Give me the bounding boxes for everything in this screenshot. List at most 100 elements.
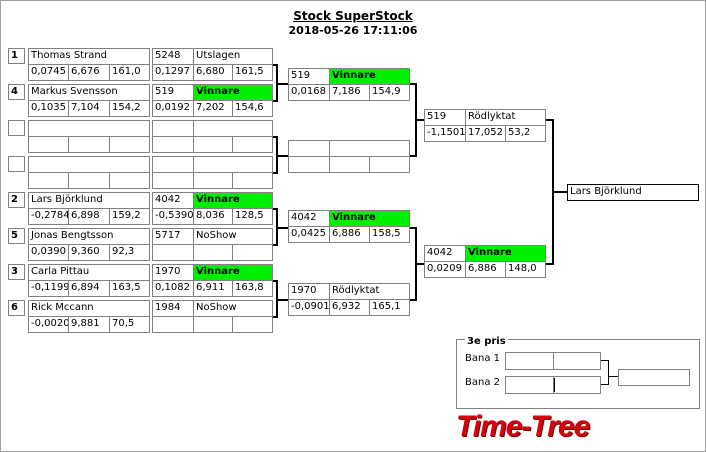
reaction-time[interactable]: 0,0209 — [424, 261, 466, 278]
speed-value[interactable]: 92,3 — [109, 244, 150, 261]
race-result[interactable]: Vinnare — [329, 210, 410, 227]
elapsed-time[interactable]: 6,676 — [68, 64, 110, 81]
speed-value[interactable]: 154,2 — [109, 100, 150, 117]
speed-value[interactable]: 161,0 — [109, 64, 150, 81]
car-number[interactable] — [152, 156, 194, 173]
reaction-time[interactable]: 0,0390 — [28, 244, 69, 261]
speed-value[interactable]: 53,2 — [505, 125, 546, 142]
elapsed-time[interactable] — [68, 136, 110, 153]
car-number[interactable]: 1970 — [152, 264, 194, 281]
car-number[interactable] — [288, 140, 330, 157]
speed-value[interactable]: 154,6 — [232, 100, 273, 117]
race-result[interactable]: Vinnare — [465, 245, 546, 262]
speed-value[interactable]: 148,0 — [505, 261, 546, 278]
elapsed-time[interactable]: 6,898 — [68, 208, 110, 225]
race-result[interactable]: Vinnare — [193, 264, 273, 281]
third-prize-lane2-no[interactable] — [505, 376, 554, 394]
race-result[interactable] — [193, 156, 273, 173]
speed-value[interactable] — [232, 316, 273, 333]
elapsed-time[interactable] — [329, 156, 370, 173]
driver-name[interactable]: Lars Björklund — [28, 192, 150, 209]
driver-name[interactable] — [28, 156, 150, 173]
speed-value[interactable]: 163,5 — [109, 280, 150, 297]
elapsed-time[interactable]: 9,881 — [68, 316, 110, 333]
speed-value[interactable] — [232, 244, 273, 261]
elapsed-time[interactable]: 17,052 — [465, 125, 506, 142]
reaction-time[interactable]: -0,5390 — [152, 208, 194, 225]
speed-value[interactable]: 158,5 — [369, 226, 410, 243]
reaction-time[interactable]: 0,0425 — [288, 226, 330, 243]
car-number[interactable]: 519 — [424, 109, 466, 126]
race-result[interactable]: Vinnare — [329, 68, 410, 85]
third-prize-lane1-result[interactable] — [553, 352, 601, 370]
car-number[interactable]: 4042 — [152, 192, 194, 209]
race-result[interactable]: Rödlyktat — [329, 283, 410, 300]
driver-name[interactable]: Markus Svensson — [28, 84, 150, 101]
reaction-time[interactable]: 0,0168 — [288, 84, 330, 101]
third-prize-lane1-no[interactable] — [505, 352, 554, 370]
driver-name[interactable]: Rick Mccann — [28, 300, 150, 317]
reaction-time[interactable]: 0,0192 — [152, 100, 194, 117]
speed-value[interactable]: 128,5 — [232, 208, 273, 225]
car-number[interactable]: 4042 — [424, 245, 466, 262]
elapsed-time[interactable] — [193, 244, 233, 261]
elapsed-time[interactable] — [193, 136, 233, 153]
speed-value[interactable]: 154,9 — [369, 84, 410, 101]
car-number[interactable]: 1984 — [152, 300, 194, 317]
elapsed-time[interactable]: 6,680 — [193, 64, 233, 81]
reaction-time[interactable] — [28, 172, 69, 189]
reaction-time[interactable]: -0,1199 — [28, 280, 69, 297]
race-result[interactable]: NoShow — [193, 228, 273, 245]
race-result[interactable]: NoShow — [193, 300, 273, 317]
car-number[interactable]: 5248 — [152, 48, 194, 65]
elapsed-time[interactable]: 8,036 — [193, 208, 233, 225]
third-prize-lane2-result[interactable] — [553, 376, 601, 394]
speed-value[interactable]: 159,2 — [109, 208, 150, 225]
reaction-time[interactable]: 0,1035 — [28, 100, 69, 117]
elapsed-time[interactable]: 7,202 — [193, 100, 233, 117]
reaction-time[interactable] — [28, 136, 69, 153]
speed-value[interactable]: 161,5 — [232, 64, 273, 81]
race-result[interactable]: Utslagen — [193, 48, 273, 65]
elapsed-time[interactable]: 6,932 — [329, 299, 370, 316]
car-number[interactable]: 4042 — [288, 210, 330, 227]
speed-value[interactable] — [232, 136, 273, 153]
reaction-time[interactable] — [152, 136, 194, 153]
elapsed-time[interactable]: 7,186 — [329, 84, 370, 101]
race-result[interactable]: Vinnare — [193, 84, 273, 101]
elapsed-time[interactable]: 9,360 — [68, 244, 110, 261]
speed-value[interactable] — [109, 136, 150, 153]
elapsed-time[interactable] — [193, 172, 233, 189]
reaction-time[interactable]: 0,1297 — [152, 64, 194, 81]
third-prize-winner[interactable] — [618, 369, 690, 386]
car-number[interactable] — [152, 120, 194, 137]
reaction-time[interactable] — [288, 156, 330, 173]
driver-name[interactable] — [28, 120, 150, 137]
reaction-time[interactable] — [152, 172, 194, 189]
driver-name[interactable]: Thomas Strand — [28, 48, 150, 65]
reaction-time[interactable] — [152, 316, 194, 333]
reaction-time[interactable]: -0,0901 — [288, 299, 330, 316]
elapsed-time[interactable]: 7,104 — [68, 100, 110, 117]
car-number[interactable]: 519 — [288, 68, 330, 85]
speed-value[interactable] — [369, 156, 410, 173]
speed-value[interactable]: 163,8 — [232, 280, 273, 297]
car-number[interactable]: 519 — [152, 84, 194, 101]
speed-value[interactable] — [109, 172, 150, 189]
elapsed-time[interactable]: 6,911 — [193, 280, 233, 297]
driver-name[interactable]: Carla Pittau — [28, 264, 150, 281]
race-result[interactable] — [329, 140, 410, 157]
elapsed-time[interactable] — [68, 172, 110, 189]
race-result[interactable] — [193, 120, 273, 137]
car-number[interactable]: 5717 — [152, 228, 194, 245]
race-result[interactable]: Vinnare — [193, 192, 273, 209]
elapsed-time[interactable]: 6,894 — [68, 280, 110, 297]
speed-value[interactable]: 165,1 — [369, 299, 410, 316]
speed-value[interactable] — [232, 172, 273, 189]
driver-name[interactable]: Jonas Bengtsson — [28, 228, 150, 245]
race-result[interactable]: Rödlyktat — [465, 109, 546, 126]
reaction-time[interactable]: 0,0745 — [28, 64, 69, 81]
speed-value[interactable]: 70,5 — [109, 316, 150, 333]
reaction-time[interactable]: -1,1501 — [424, 125, 466, 142]
elapsed-time[interactable]: 6,886 — [465, 261, 506, 278]
